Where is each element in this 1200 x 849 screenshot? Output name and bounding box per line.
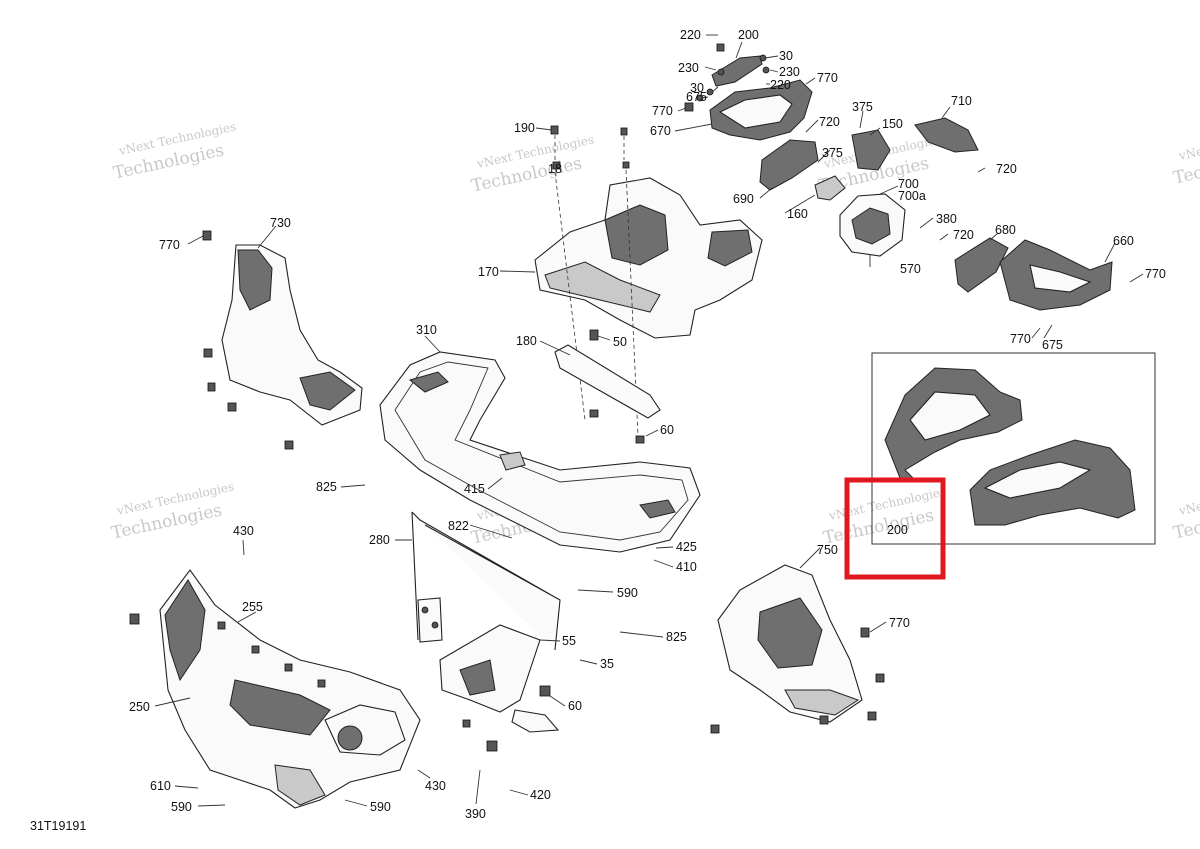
highlight-box-200 — [844, 477, 946, 580]
part-200-bracket — [711, 43, 770, 87]
svg-text:vNext Technologies: vNext Technologies — [1177, 124, 1200, 163]
callout-label: 770 — [889, 616, 910, 630]
callout-label: 380 — [936, 212, 957, 226]
part-670-upper-cover — [684, 79, 813, 141]
callout-label: 230 — [779, 65, 800, 79]
drawing-code: 31T19191 — [30, 819, 86, 833]
callout-label: 590 — [617, 586, 638, 600]
callout-label: 50 — [613, 335, 627, 349]
callout-label: 250 — [129, 700, 150, 714]
watermark: vNext Technologies Technologies — [110, 479, 236, 543]
callout-label: 415 — [464, 482, 485, 496]
callout-label: 700 — [898, 177, 919, 191]
callout-label: 710 — [951, 94, 972, 108]
callout-label: 610 — [150, 779, 171, 793]
callout-label: 590 — [171, 800, 192, 814]
callout-label: 730 — [270, 216, 291, 230]
part-750-right-fender — [710, 564, 885, 734]
callout-labels: 220 200 30 230 230 220 30 770 675 770 67… — [129, 28, 1166, 821]
callout-label: 30 — [690, 81, 704, 95]
callout-label: 35 — [600, 657, 614, 671]
watermark: vNext Technologies Technologies — [112, 119, 238, 183]
svg-text:vNext Technologies: vNext Technologies — [1177, 479, 1200, 518]
callout-label: 680 — [995, 223, 1016, 237]
watermark: vNext Technologies Technologies — [1172, 124, 1200, 188]
leader-lines — [154, 34, 1144, 807]
callout-label: 660 — [1113, 234, 1134, 248]
callout-label: 55 — [562, 634, 576, 648]
callout-label: 160 — [787, 207, 808, 221]
watermark: vNext Technologies Technologies — [470, 132, 596, 196]
part-150 — [851, 129, 891, 171]
part-180-bracket — [554, 329, 661, 444]
callout-label: 375 — [852, 100, 873, 114]
callout-label: 30 — [779, 49, 793, 63]
callout-label: 720 — [819, 115, 840, 129]
callout-label: 770 — [1145, 267, 1166, 281]
part-310-front-rack — [379, 351, 701, 553]
callout-label: 770 — [652, 104, 673, 118]
callout-label: 590 — [370, 800, 391, 814]
callout-label: 750 — [817, 543, 838, 557]
callout-label: 390 — [465, 807, 486, 821]
callout-label: 700a — [898, 189, 926, 203]
callout-label: 220 — [680, 28, 701, 42]
callout-label: 280 — [369, 533, 390, 547]
part-690 — [759, 139, 819, 191]
part-680 — [954, 237, 1009, 293]
callout-label: 200 — [738, 28, 759, 42]
callout-label: 190 — [514, 121, 535, 135]
callout-label: 675 — [686, 90, 707, 104]
callout-label: 430 — [233, 524, 254, 538]
part-160 — [814, 175, 846, 201]
callout-label: 220 — [770, 78, 791, 92]
callout-label: 720 — [996, 162, 1017, 176]
part-660-side-panel — [999, 239, 1113, 311]
part-710 — [914, 117, 979, 153]
callout-label: 180 — [516, 334, 537, 348]
callout-label: 425 — [676, 540, 697, 554]
callout-label: 670 — [650, 124, 671, 138]
callout-label: 822 — [448, 519, 469, 533]
callout-label: 230 — [678, 61, 699, 75]
callout-label: 150 — [882, 117, 903, 131]
callout-label: 430 — [425, 779, 446, 793]
part-250-front-fascia — [129, 569, 421, 809]
callout-label: 200 — [887, 523, 908, 537]
callout-label: 570 — [900, 262, 921, 276]
part-730-left-fender — [202, 230, 363, 450]
callout-label: 720 — [953, 228, 974, 242]
callout-label: 18 — [548, 162, 562, 176]
part-280-front-frame — [411, 511, 561, 651]
callout-label: 410 — [676, 560, 697, 574]
callout-label: 770 — [159, 238, 180, 252]
fasteners-190 — [550, 125, 639, 437]
part-170-central-frame — [534, 177, 763, 339]
callout-label: 690 — [733, 192, 754, 206]
watermark: vNext Technologies Technologies — [822, 484, 948, 548]
callout-label: 825 — [316, 480, 337, 494]
callout-label: 60 — [660, 423, 674, 437]
watermark: vNext Technologies Technologies — [1172, 479, 1200, 543]
callout-label: 255 — [242, 600, 263, 614]
callout-label: 420 — [530, 788, 551, 802]
callout-label: 825 — [666, 630, 687, 644]
callout-label: 170 — [478, 265, 499, 279]
callout-label: 675 — [1042, 338, 1063, 352]
part-lower-skid — [439, 624, 560, 752]
part-700-console — [839, 193, 906, 257]
callout-label: 770 — [817, 71, 838, 85]
callout-label: 375 — [822, 146, 843, 160]
callout-label: 60 — [568, 699, 582, 713]
callout-label: 770 — [1010, 332, 1031, 346]
callout-label: 310 — [416, 323, 437, 337]
inset-frame — [871, 352, 1156, 545]
